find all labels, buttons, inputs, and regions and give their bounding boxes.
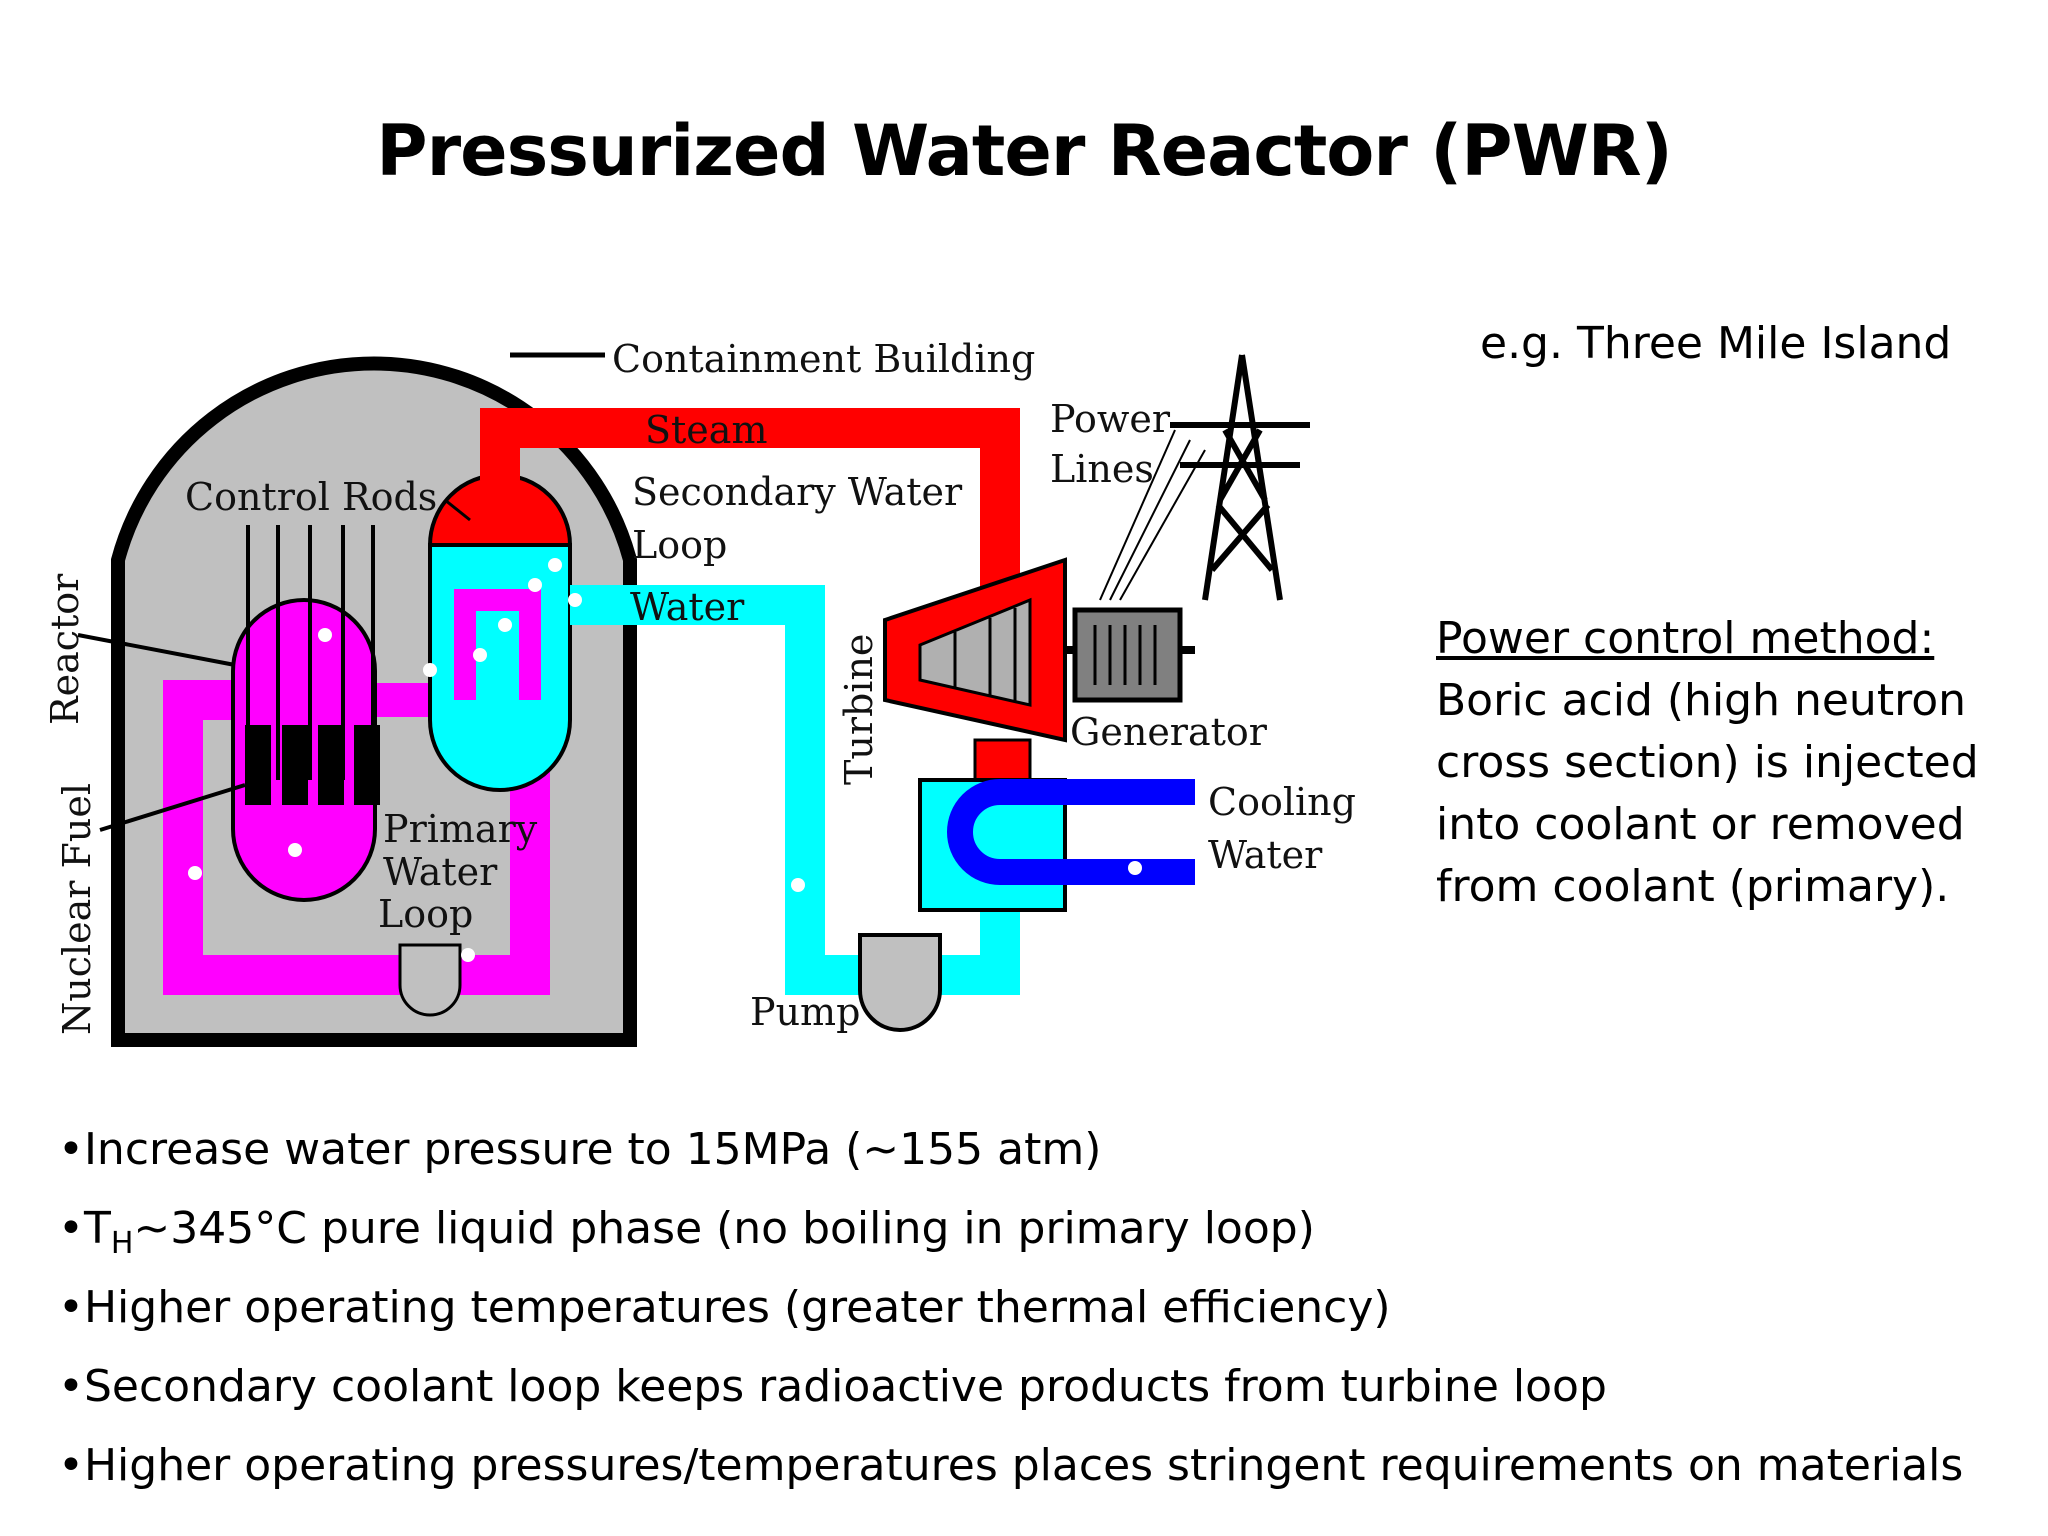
bullet-item: •Higher operating pressures/temperatures… [58, 1436, 1963, 1515]
turbine-rotor [918, 597, 1032, 707]
power-control-heading: Power control method: [1436, 613, 1935, 664]
label-turbine: Turbine [837, 634, 881, 785]
bullet-item: •TH~345°C pure liquid phase (no boiling … [58, 1199, 1963, 1278]
bullet-marker: • [58, 1440, 84, 1491]
label-pump: Pump [750, 990, 860, 1034]
label-water: Water [630, 585, 745, 629]
steam-generator-tube [454, 589, 541, 700]
steam-generator-body [428, 543, 572, 792]
primary-bottom-pump [398, 943, 462, 1017]
bullet-item: •Secondary coolant loop keeps radioactiv… [58, 1357, 1963, 1436]
primary-loop-outer [163, 572, 550, 995]
label-control-rods: Control Rods [185, 475, 437, 519]
bullet-text: Secondary coolant loop keeps radioactive… [83, 1361, 1607, 1412]
bullet-text: Higher operating temperatures (greater t… [83, 1282, 1391, 1333]
bullet-item: •Higher operating temperatures (greater … [58, 1278, 1963, 1357]
pump [858, 933, 942, 1032]
bullet-marker: • [58, 1361, 84, 1412]
steam-line [480, 408, 1020, 610]
label-primary-3: Loop [378, 892, 473, 936]
example-reactor: e.g. Three Mile Island [1480, 318, 1952, 369]
cooling-water-tube [947, 779, 1195, 885]
bullet-marker: • [58, 1124, 84, 1175]
condenser-return-line [930, 900, 1020, 995]
slide-title: Pressurized Water Reactor (PWR) [376, 110, 1672, 192]
pwr-diagram: Containment Building Steam Secondary Wat… [43, 337, 1356, 1047]
bullet-text: Increase water pressure to 15MPa (~155 a… [83, 1124, 1102, 1175]
power-control-body: Boric acid (high neutron cross section) … [1436, 675, 1979, 912]
power-tower [1170, 354, 1310, 601]
bullet-marker: • [58, 1282, 84, 1333]
label-secondary-water-loop-1: Secondary Water [632, 470, 963, 514]
turbine-exhaust [973, 738, 1032, 782]
label-power-1: Power [1050, 397, 1171, 441]
nuclear-fuel [245, 725, 380, 805]
bullet-list: •Increase water pressure to 15MPa (~155 … [58, 1120, 1963, 1515]
generator-windings [1093, 625, 1157, 685]
power-control-section: Power control method: Boric acid (high n… [1436, 608, 1996, 918]
label-steam: Steam [645, 408, 767, 452]
flow-dots [188, 558, 1142, 962]
generator [1072, 607, 1183, 703]
label-nuclear-fuel: Nuclear Fuel [55, 783, 99, 1035]
reactor-pointer [77, 633, 236, 667]
label-cooling-1: Cooling [1208, 780, 1356, 824]
turbine-blades [953, 608, 1017, 702]
label-cooling-2: Water [1208, 833, 1323, 877]
label-primary-2: Water [383, 850, 498, 894]
secondary-water-line [570, 585, 870, 995]
label-secondary-water-loop-2: Loop [632, 523, 727, 567]
label-containment-building: Containment Building [612, 337, 1035, 381]
bullet-item: •Increase water pressure to 15MPa (~155 … [58, 1120, 1963, 1199]
label-primary-1: Primary [383, 807, 538, 851]
label-reactor: Reactor [43, 573, 87, 725]
bullet-text: ~345°C pure liquid phase (no boiling in … [133, 1203, 1315, 1254]
fuel-pointer [99, 783, 246, 832]
bullet-subscript: H [110, 1225, 134, 1261]
control-rods-pointer [444, 498, 471, 522]
bullet-marker: •T [58, 1203, 111, 1254]
power-lines [1099, 429, 1206, 601]
label-generator: Generator [1070, 710, 1268, 754]
bullet-text: Higher operating pressures/temperatures … [83, 1440, 1964, 1491]
label-power-2: Lines [1050, 447, 1154, 491]
